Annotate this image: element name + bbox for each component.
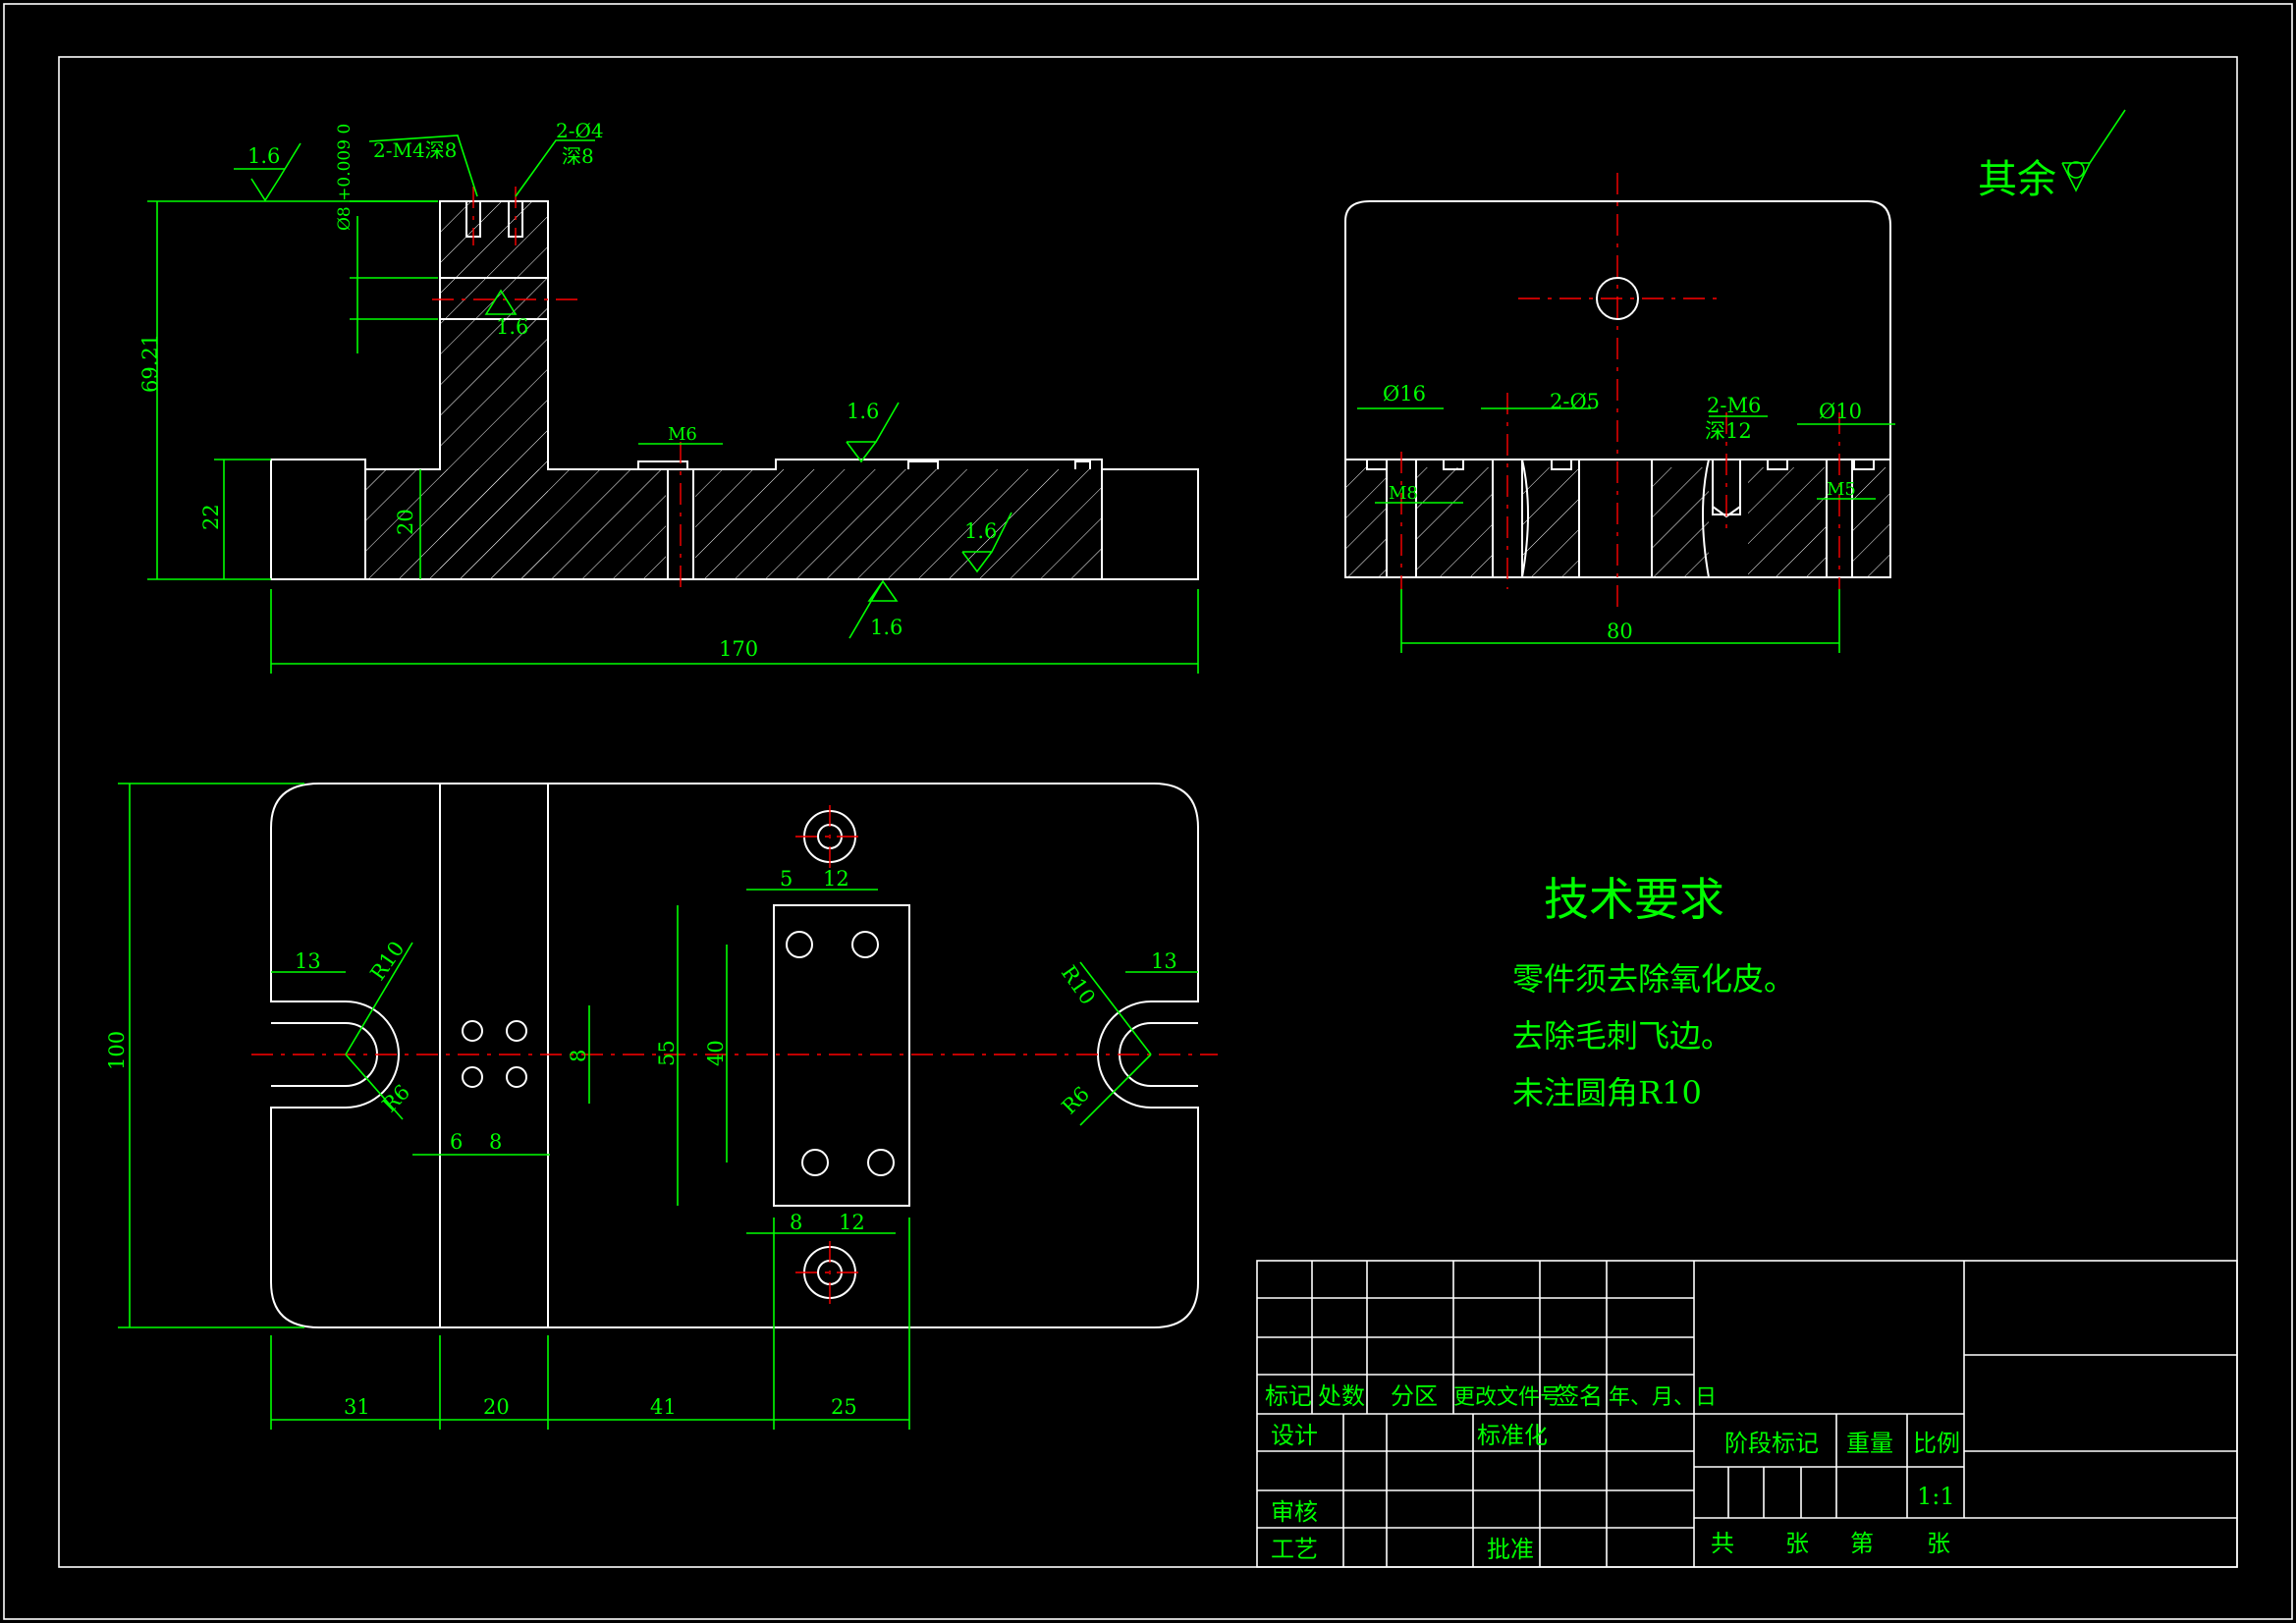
tb-sheet-unit-2: 张 [1927,1530,1950,1557]
plan-slot-left-13: 13 [295,949,321,973]
tb-design: 设计 [1271,1422,1318,1449]
roughness-base-right: 1.6 [964,519,997,543]
side-d5: 2-Ø5 [1550,390,1600,413]
tech-req-item-2: 去除毛刺飞边。 [1512,1017,1732,1055]
plan-outline [270,783,1199,1328]
roughness-top-center: 1.6 [847,400,879,423]
plan-w31: 31 [344,1395,370,1419]
side-outline [1344,200,1891,578]
front-length: 170 [719,637,758,661]
side-m8: M8 [1389,483,1418,504]
tb-scale: 比例 [1913,1430,1960,1457]
front-outline [270,200,1199,580]
inner-frame [58,56,2238,1568]
tech-req-item-3: 未注圆角R10 [1512,1074,1702,1111]
tb-standardize: 标准化 [1477,1422,1548,1449]
roughness-bottom: 1.6 [870,616,902,639]
tb-signature: 签名 [1556,1382,1603,1410]
front-hole-note-2: 深8 [562,144,594,168]
plan-plate [773,904,910,1207]
plan-view: 100 13 13 R10 R10 R6 R6 8 6 8 55 40 5 12… [105,783,1218,1430]
tb-stage-mark: 阶段标记 [1724,1430,1819,1457]
outer-frame [3,3,2293,1620]
plan-w41: 41 [650,1395,677,1419]
front-hatch-base-left [365,469,666,579]
front-height-20: 20 [394,509,417,535]
tb-change-doc: 更改文件号 [1453,1385,1561,1410]
tb-review: 审核 [1271,1498,1318,1526]
plan-pitch-6: 6 [450,1130,463,1154]
plan-r10-right: R10 [1057,961,1100,1009]
front-height-base: 22 [199,504,223,530]
tech-req-item-1: 零件须去除氧化皮。 [1512,960,1795,998]
tech-requirements: 技术要求 零件须去除氧化皮。 去除毛刺飞边。 未注圆角R10 [1512,873,1795,1111]
side-m5: M5 [1827,479,1856,500]
roughness-others-label: 其余 [1978,157,2056,202]
title-block: 标记 处数 分区 更改文件号 签名 年、月、日 设计 标准化 审核 工艺 批准 … [1256,1260,2238,1568]
roughness-mid: 1.6 [496,315,528,339]
plan-d55: 55 [655,1040,679,1066]
tb-total: 共 [1711,1530,1734,1557]
front-hole-note-1: 2-Ø4 [556,119,604,142]
tb-date: 年、月、日 [1609,1385,1717,1410]
tb-sheet-unit: 张 [1785,1530,1809,1557]
plan-r10-left: R10 [365,937,409,985]
plan-r6-left: R6 [378,1080,415,1117]
roughness-top-left: 1.6 [247,144,280,168]
plan-d12-top: 12 [823,867,849,891]
tb-zone: 分区 [1391,1382,1438,1410]
front-height-total: 69.21 [138,334,162,393]
tb-mark: 标记 [1265,1382,1312,1410]
plan-w20: 20 [483,1395,510,1419]
plan-pitch-8-vertical: 8 [567,1050,590,1062]
plan-slot-right-13: 13 [1151,949,1177,973]
side-d10: Ø10 [1819,400,1862,423]
tb-count: 处数 [1318,1382,1365,1410]
side-width: 80 [1607,620,1633,643]
side-m6-note-2: 深12 [1705,419,1752,443]
plan-r6-right: R6 [1058,1082,1095,1119]
tb-approve: 批准 [1487,1536,1534,1563]
plan-d5: 5 [780,867,793,891]
plan-d12-bottom: 12 [839,1211,865,1234]
front-m6-label: M6 [668,424,697,445]
side-d16: Ø16 [1383,382,1426,406]
plan-d40: 40 [704,1040,728,1066]
plan-height: 100 [105,1031,129,1070]
plan-pitch-8-horizontal: 8 [489,1130,502,1154]
side-m6-note-1: 2-M6 [1707,394,1761,417]
plan-w25: 25 [831,1395,857,1419]
front-view: 69.21 22 20 Ø8 +0.009 0 170 M6 2-M4深8 2-… [138,119,1199,674]
side-view: Ø16 2-Ø5 2-M6 深12 Ø10 M8 M5 80 其余 [1344,109,2126,653]
front-thread-note: 2-M4深8 [373,138,457,162]
front-hatch-base-right [695,469,1102,579]
tech-req-title: 技术要求 [1544,873,1724,926]
front-tol-note: Ø8 +0.009 0 [335,124,355,231]
side-through-hole [1596,277,1639,320]
tb-scale-value: 1:1 [1917,1483,1955,1510]
plan-d8-bottom: 8 [790,1211,802,1234]
tb-weight: 重量 [1846,1430,1893,1457]
tb-sheet-no: 第 [1850,1530,1874,1557]
tb-process: 工艺 [1271,1536,1318,1563]
